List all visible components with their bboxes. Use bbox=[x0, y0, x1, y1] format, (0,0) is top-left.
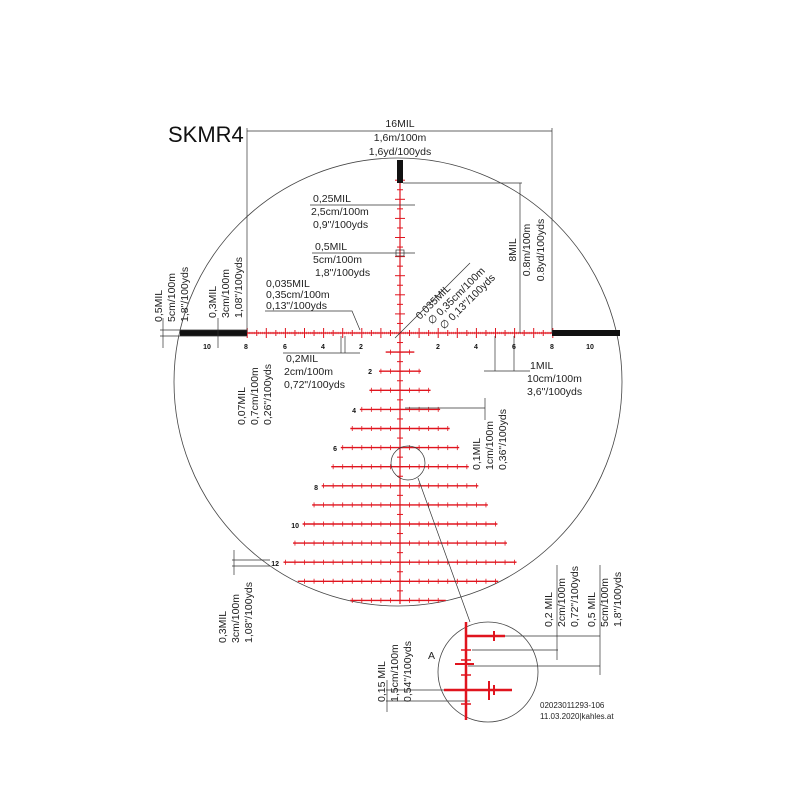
dimension-lines bbox=[160, 128, 601, 712]
right-post bbox=[552, 330, 620, 336]
detail-label: A bbox=[428, 650, 435, 662]
scale-label: 8 bbox=[244, 344, 248, 351]
post-thickness-label: 0,5MIL5cm/100m1,8"/100yds bbox=[153, 267, 191, 322]
detail-large-label: 0,5 MIL5cm/100m1,8"/100yds bbox=[586, 572, 624, 627]
scale-label: 2 bbox=[359, 344, 363, 351]
detail-gap-label: 0,15 MIL1,5cm/100m0,54"/100yds bbox=[376, 641, 414, 702]
left-post bbox=[180, 330, 247, 336]
tree-scale-numbers: 2 4 6 8 10 12 bbox=[271, 369, 372, 568]
tree-label: 10 bbox=[291, 523, 299, 530]
reticle bbox=[246, 179, 554, 604]
scale-label: 8 bbox=[550, 344, 554, 351]
scale-label: 6 bbox=[283, 344, 287, 351]
reticle-title: SKMR4 bbox=[168, 122, 244, 147]
tree-tick-label: 0,3MIL3cm/100m1,08"/100yds bbox=[217, 582, 255, 643]
top-post bbox=[397, 160, 403, 183]
scale-label: 10 bbox=[586, 344, 594, 351]
tree-label: 2 bbox=[368, 369, 372, 376]
field-of-view-circle bbox=[173, 157, 623, 607]
tree-label: 4 bbox=[352, 408, 356, 415]
drawing-number: 02023011293-106 bbox=[540, 701, 605, 710]
horizontal-scale-numbers: 10 8 6 4 2 2 4 6 8 10 bbox=[203, 344, 594, 351]
scale-label: 4 bbox=[321, 344, 325, 351]
post-tick-label: 0,3MIL3cm/100m1,08"/100yds bbox=[207, 257, 245, 318]
scale-label: 10 bbox=[203, 344, 211, 351]
detail-reticle bbox=[444, 622, 512, 720]
tree-spacing-label: 0,1MIL1cm/100m0,36"/100yds bbox=[471, 409, 509, 470]
tick-height-label: 0,07MIL0,7cm/100m0,26"/100yds bbox=[236, 364, 274, 425]
scale-label: 2 bbox=[436, 344, 440, 351]
tree-label: 12 bbox=[271, 561, 279, 568]
detail-circle bbox=[437, 621, 539, 723]
tree-label: 6 bbox=[333, 446, 337, 453]
scale-label: 4 bbox=[474, 344, 478, 351]
detail-small-label: 0,2 MIL2cm/100m0,72"/100yds bbox=[543, 566, 581, 627]
tree-label: 8 bbox=[314, 485, 318, 492]
drawing-date-source: 11.03.2020|kahles.at bbox=[540, 712, 614, 721]
center-dot-label: 0,035MIL∅ 0,35cm/100m∅ 0,13"/100yds bbox=[414, 255, 498, 339]
